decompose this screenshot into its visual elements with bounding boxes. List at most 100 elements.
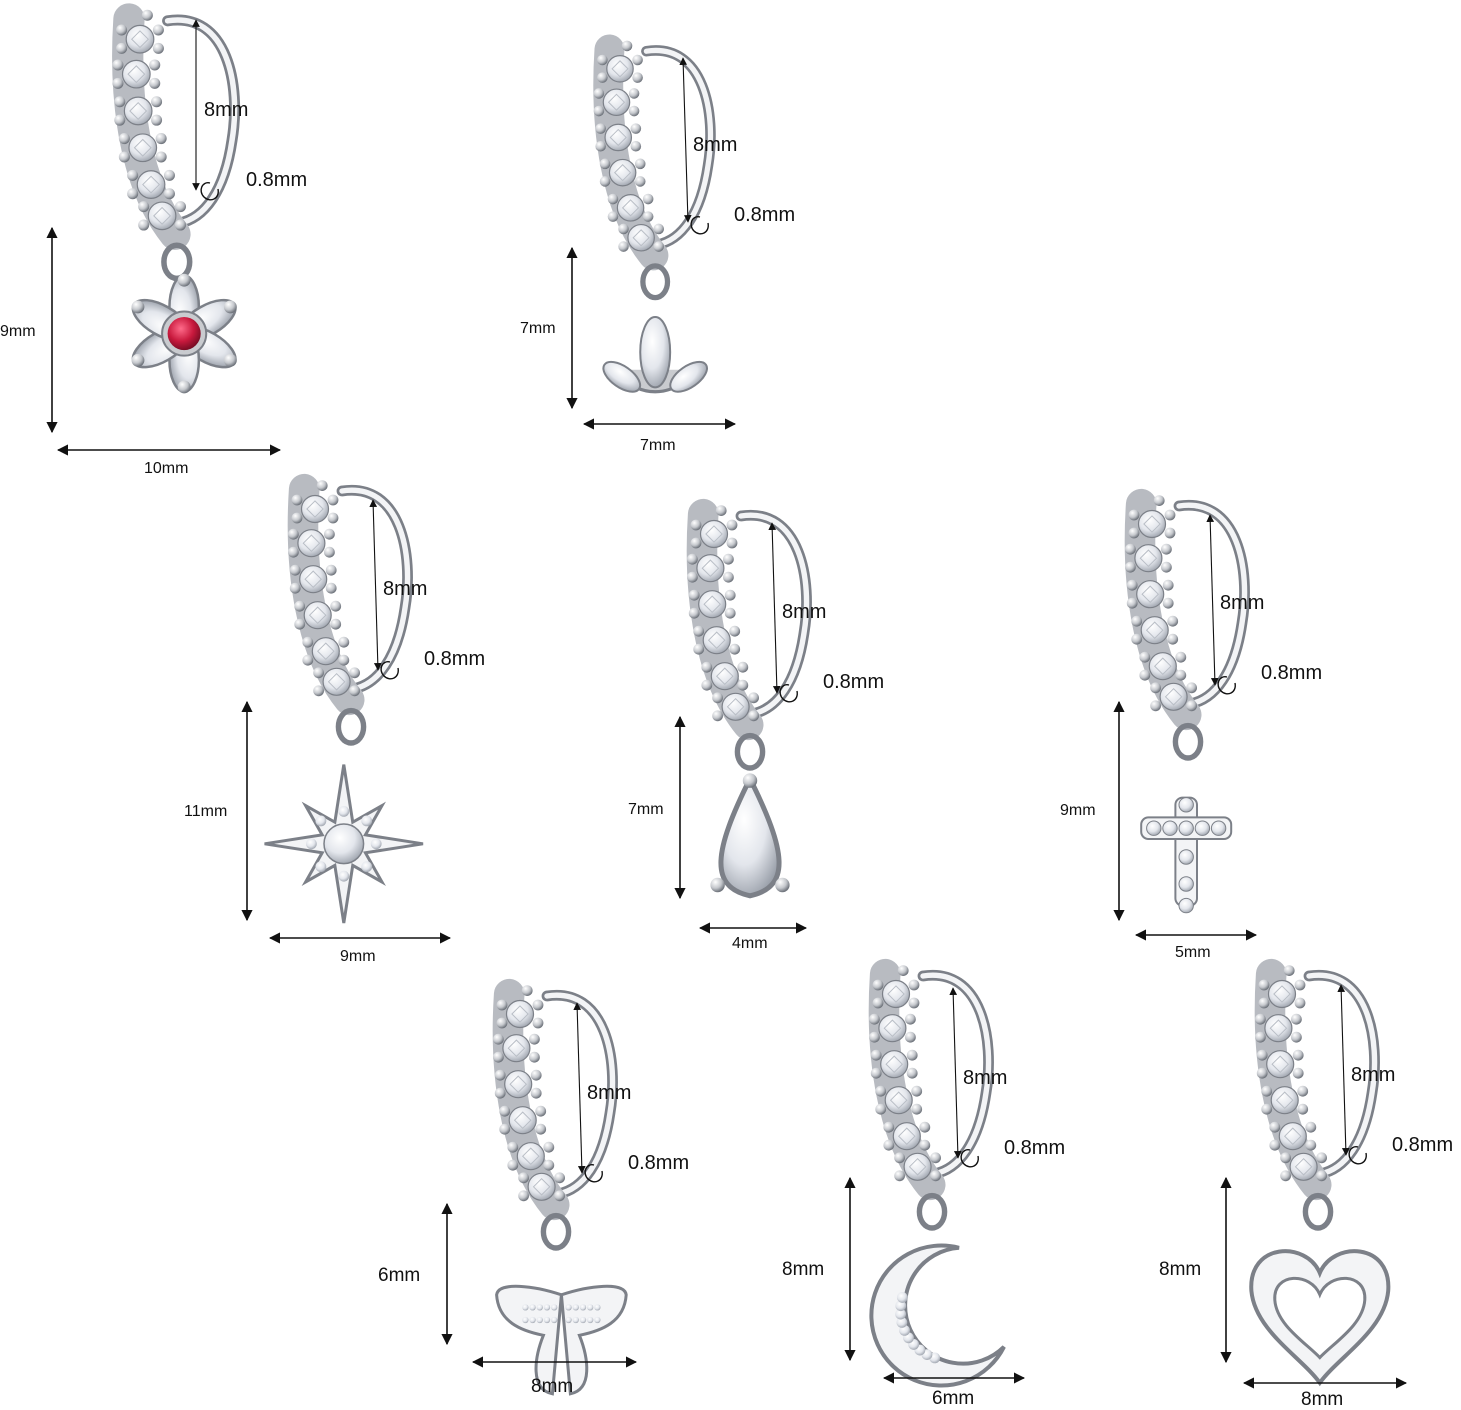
crystal-stone bbox=[1270, 1086, 1299, 1115]
prong-bead bbox=[712, 710, 723, 722]
prong-bead bbox=[1131, 633, 1143, 645]
prong-bead bbox=[112, 59, 124, 71]
crystal-facet bbox=[885, 1055, 904, 1074]
prong-bead bbox=[1161, 561, 1172, 573]
prong-bead bbox=[155, 151, 167, 163]
prong-bead bbox=[894, 1170, 905, 1182]
crystal-stone bbox=[892, 1122, 921, 1151]
diameter-arrow bbox=[1206, 514, 1219, 686]
pendant-width-label: 8mm bbox=[531, 1376, 574, 1397]
crystal-stone bbox=[884, 1086, 913, 1115]
crystal-facet bbox=[153, 206, 172, 225]
prong-bead bbox=[724, 607, 736, 619]
crystal-facet bbox=[1271, 1055, 1290, 1074]
wire-gauge-label: 0.8mm bbox=[424, 648, 486, 670]
prong-bead bbox=[1161, 543, 1172, 555]
prong-bead bbox=[1126, 597, 1138, 609]
moon-ring bbox=[868, 958, 1006, 1388]
prong-bead bbox=[116, 42, 128, 54]
crystal-facet bbox=[1141, 585, 1160, 604]
prong-bead bbox=[288, 546, 299, 558]
crystal-facet bbox=[129, 101, 148, 120]
prong-bead bbox=[496, 999, 508, 1011]
pave-stone bbox=[587, 1304, 594, 1311]
prong-bead bbox=[1316, 1152, 1327, 1164]
pave-stone bbox=[361, 815, 373, 827]
prong-bead bbox=[693, 625, 705, 637]
prong-bead bbox=[621, 40, 633, 52]
crystal-stone bbox=[303, 601, 332, 630]
crystal-facet bbox=[1294, 1157, 1313, 1176]
prong-bead bbox=[748, 710, 759, 722]
lotus-ring bbox=[593, 34, 716, 394]
jump-ring bbox=[734, 732, 766, 771]
pave-stone bbox=[895, 1308, 907, 1320]
crystal-stone bbox=[527, 1172, 556, 1201]
prong-bead bbox=[628, 105, 640, 117]
crystal-stone bbox=[516, 1142, 545, 1171]
prong-bead bbox=[1128, 509, 1140, 521]
prong-bead bbox=[1175, 651, 1187, 663]
crystal-stone bbox=[698, 590, 727, 619]
cross-stone bbox=[1178, 820, 1194, 836]
crystal-facet bbox=[908, 1157, 927, 1176]
crystal-facet bbox=[621, 199, 640, 217]
prong-bead bbox=[174, 201, 186, 213]
crystal-stone bbox=[699, 519, 729, 549]
prong-bead bbox=[529, 1033, 540, 1045]
pave-stone bbox=[896, 1317, 908, 1328]
prong-bead bbox=[118, 151, 130, 163]
pave-stone bbox=[529, 1316, 536, 1324]
pave-stone bbox=[565, 1304, 572, 1311]
crystal-facet bbox=[532, 1177, 551, 1196]
crystal-facet bbox=[302, 534, 321, 553]
crystal-stone bbox=[721, 692, 750, 721]
pave-stone bbox=[522, 1316, 529, 1324]
prong-bead bbox=[518, 1190, 529, 1202]
prong-bead bbox=[729, 625, 741, 637]
crystal-stone bbox=[702, 626, 731, 655]
prong-bead bbox=[1292, 1067, 1304, 1079]
pave-stone bbox=[529, 1304, 536, 1311]
wire-gauge-label: 0.8mm bbox=[628, 1152, 690, 1174]
prong-bead bbox=[1294, 979, 1306, 991]
wire-gauge-label: 0.8mm bbox=[1261, 662, 1323, 684]
prong-bead bbox=[1269, 1139, 1281, 1151]
pave-stone bbox=[896, 1292, 908, 1303]
crystal-facet bbox=[889, 1091, 908, 1110]
prong-bead bbox=[496, 1017, 508, 1029]
prong-bead bbox=[607, 193, 619, 205]
prong-bead bbox=[710, 877, 725, 893]
prong-bead bbox=[1125, 543, 1136, 555]
prong-bead bbox=[530, 1069, 542, 1081]
gauge-curl bbox=[960, 1149, 979, 1168]
prong-bead bbox=[1258, 979, 1270, 991]
prong-bead bbox=[726, 519, 738, 531]
prong-bead bbox=[597, 72, 608, 83]
crystal-stone bbox=[878, 1014, 907, 1043]
prong-bead bbox=[599, 176, 611, 187]
pave-stone bbox=[338, 806, 350, 817]
lotus-petal bbox=[669, 360, 708, 393]
crystal-facet bbox=[1145, 621, 1164, 640]
prong-bead bbox=[289, 582, 301, 594]
prong-bead bbox=[163, 169, 175, 181]
prong-bead bbox=[1131, 615, 1143, 627]
prong-bead bbox=[632, 54, 643, 66]
prong-bead bbox=[875, 1085, 887, 1097]
crystal-stone bbox=[1134, 544, 1163, 573]
butterfly-ring bbox=[492, 978, 628, 1396]
prong-bead bbox=[688, 607, 700, 619]
prong-bead bbox=[223, 300, 237, 314]
ring-diameter-label: 8mm bbox=[963, 1067, 1008, 1089]
prong-bead bbox=[1125, 561, 1136, 573]
prong-bead bbox=[630, 123, 642, 134]
prong-bead bbox=[724, 589, 736, 601]
prong-bead bbox=[127, 188, 139, 200]
crystal-facet bbox=[726, 697, 745, 716]
diameter-arrow bbox=[679, 57, 692, 223]
ring-diameter-label: 8mm bbox=[693, 134, 738, 156]
prong-bead bbox=[906, 1067, 918, 1079]
pendant-width-label: 8mm bbox=[1301, 1389, 1344, 1410]
gauge-curl bbox=[1348, 1146, 1367, 1165]
